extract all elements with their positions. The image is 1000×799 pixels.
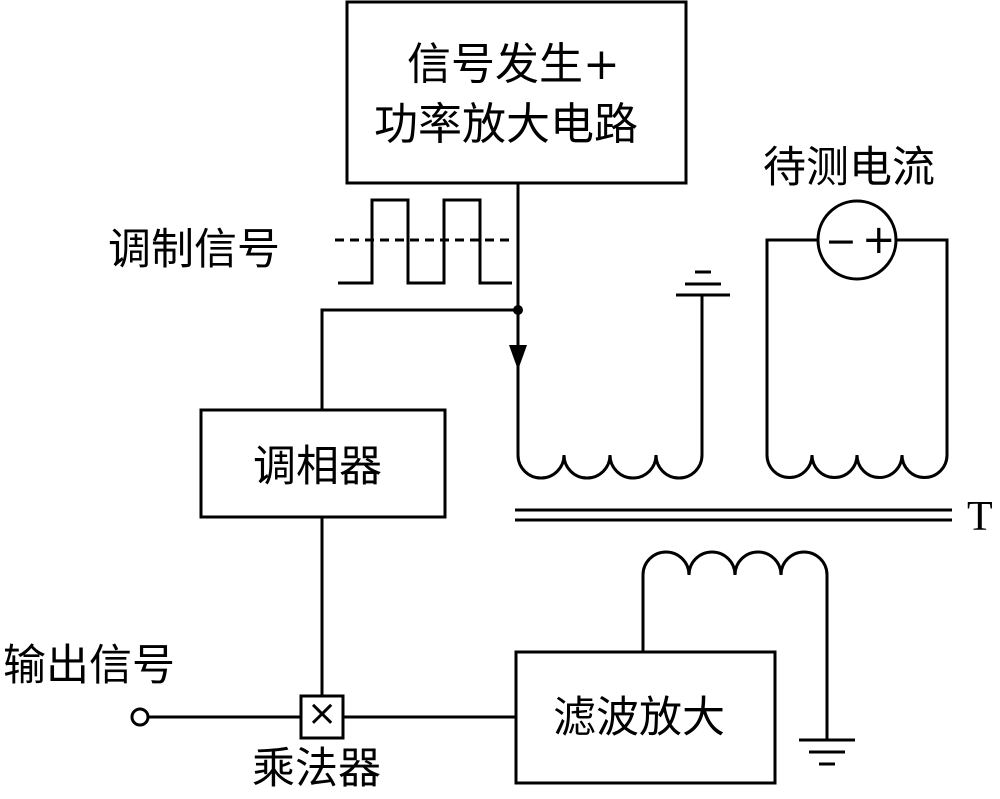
junction-to-phase-shifter-wire — [320, 308, 518, 410]
current-source-plus-sign: + — [862, 217, 896, 263]
current-source-circle — [816, 199, 898, 281]
phase-shifter-label: 调相器 — [253, 442, 382, 492]
modulation-signal-label: 调制信号 — [108, 225, 280, 275]
junction-dot — [513, 305, 523, 315]
current-loop-left-wire — [765, 238, 818, 455]
multiplier-label: 乘法器 — [252, 744, 381, 794]
multiplier-symbol: × — [307, 693, 338, 734]
current-under-test-label: 待测电流 — [763, 143, 935, 193]
primary-coil — [516, 454, 704, 480]
secondary-coil — [641, 550, 829, 576]
transformer-label: T — [967, 494, 993, 540]
filter-amp-label: 滤波放大 — [553, 693, 725, 743]
current-source-minus-sign: − — [825, 219, 857, 263]
current-loop-right-wire — [896, 238, 949, 455]
signal-generator-block — [345, 0, 688, 185]
output-terminal — [130, 707, 150, 727]
signal-generator-label-line1: 信号发生+ — [407, 39, 620, 90]
signal-generator-label-line2: 功率放大电路 — [374, 99, 638, 150]
current-test-coil — [765, 454, 949, 479]
current-direction-arrow — [509, 345, 527, 370]
output-signal-label: 输出信号 — [3, 641, 175, 691]
